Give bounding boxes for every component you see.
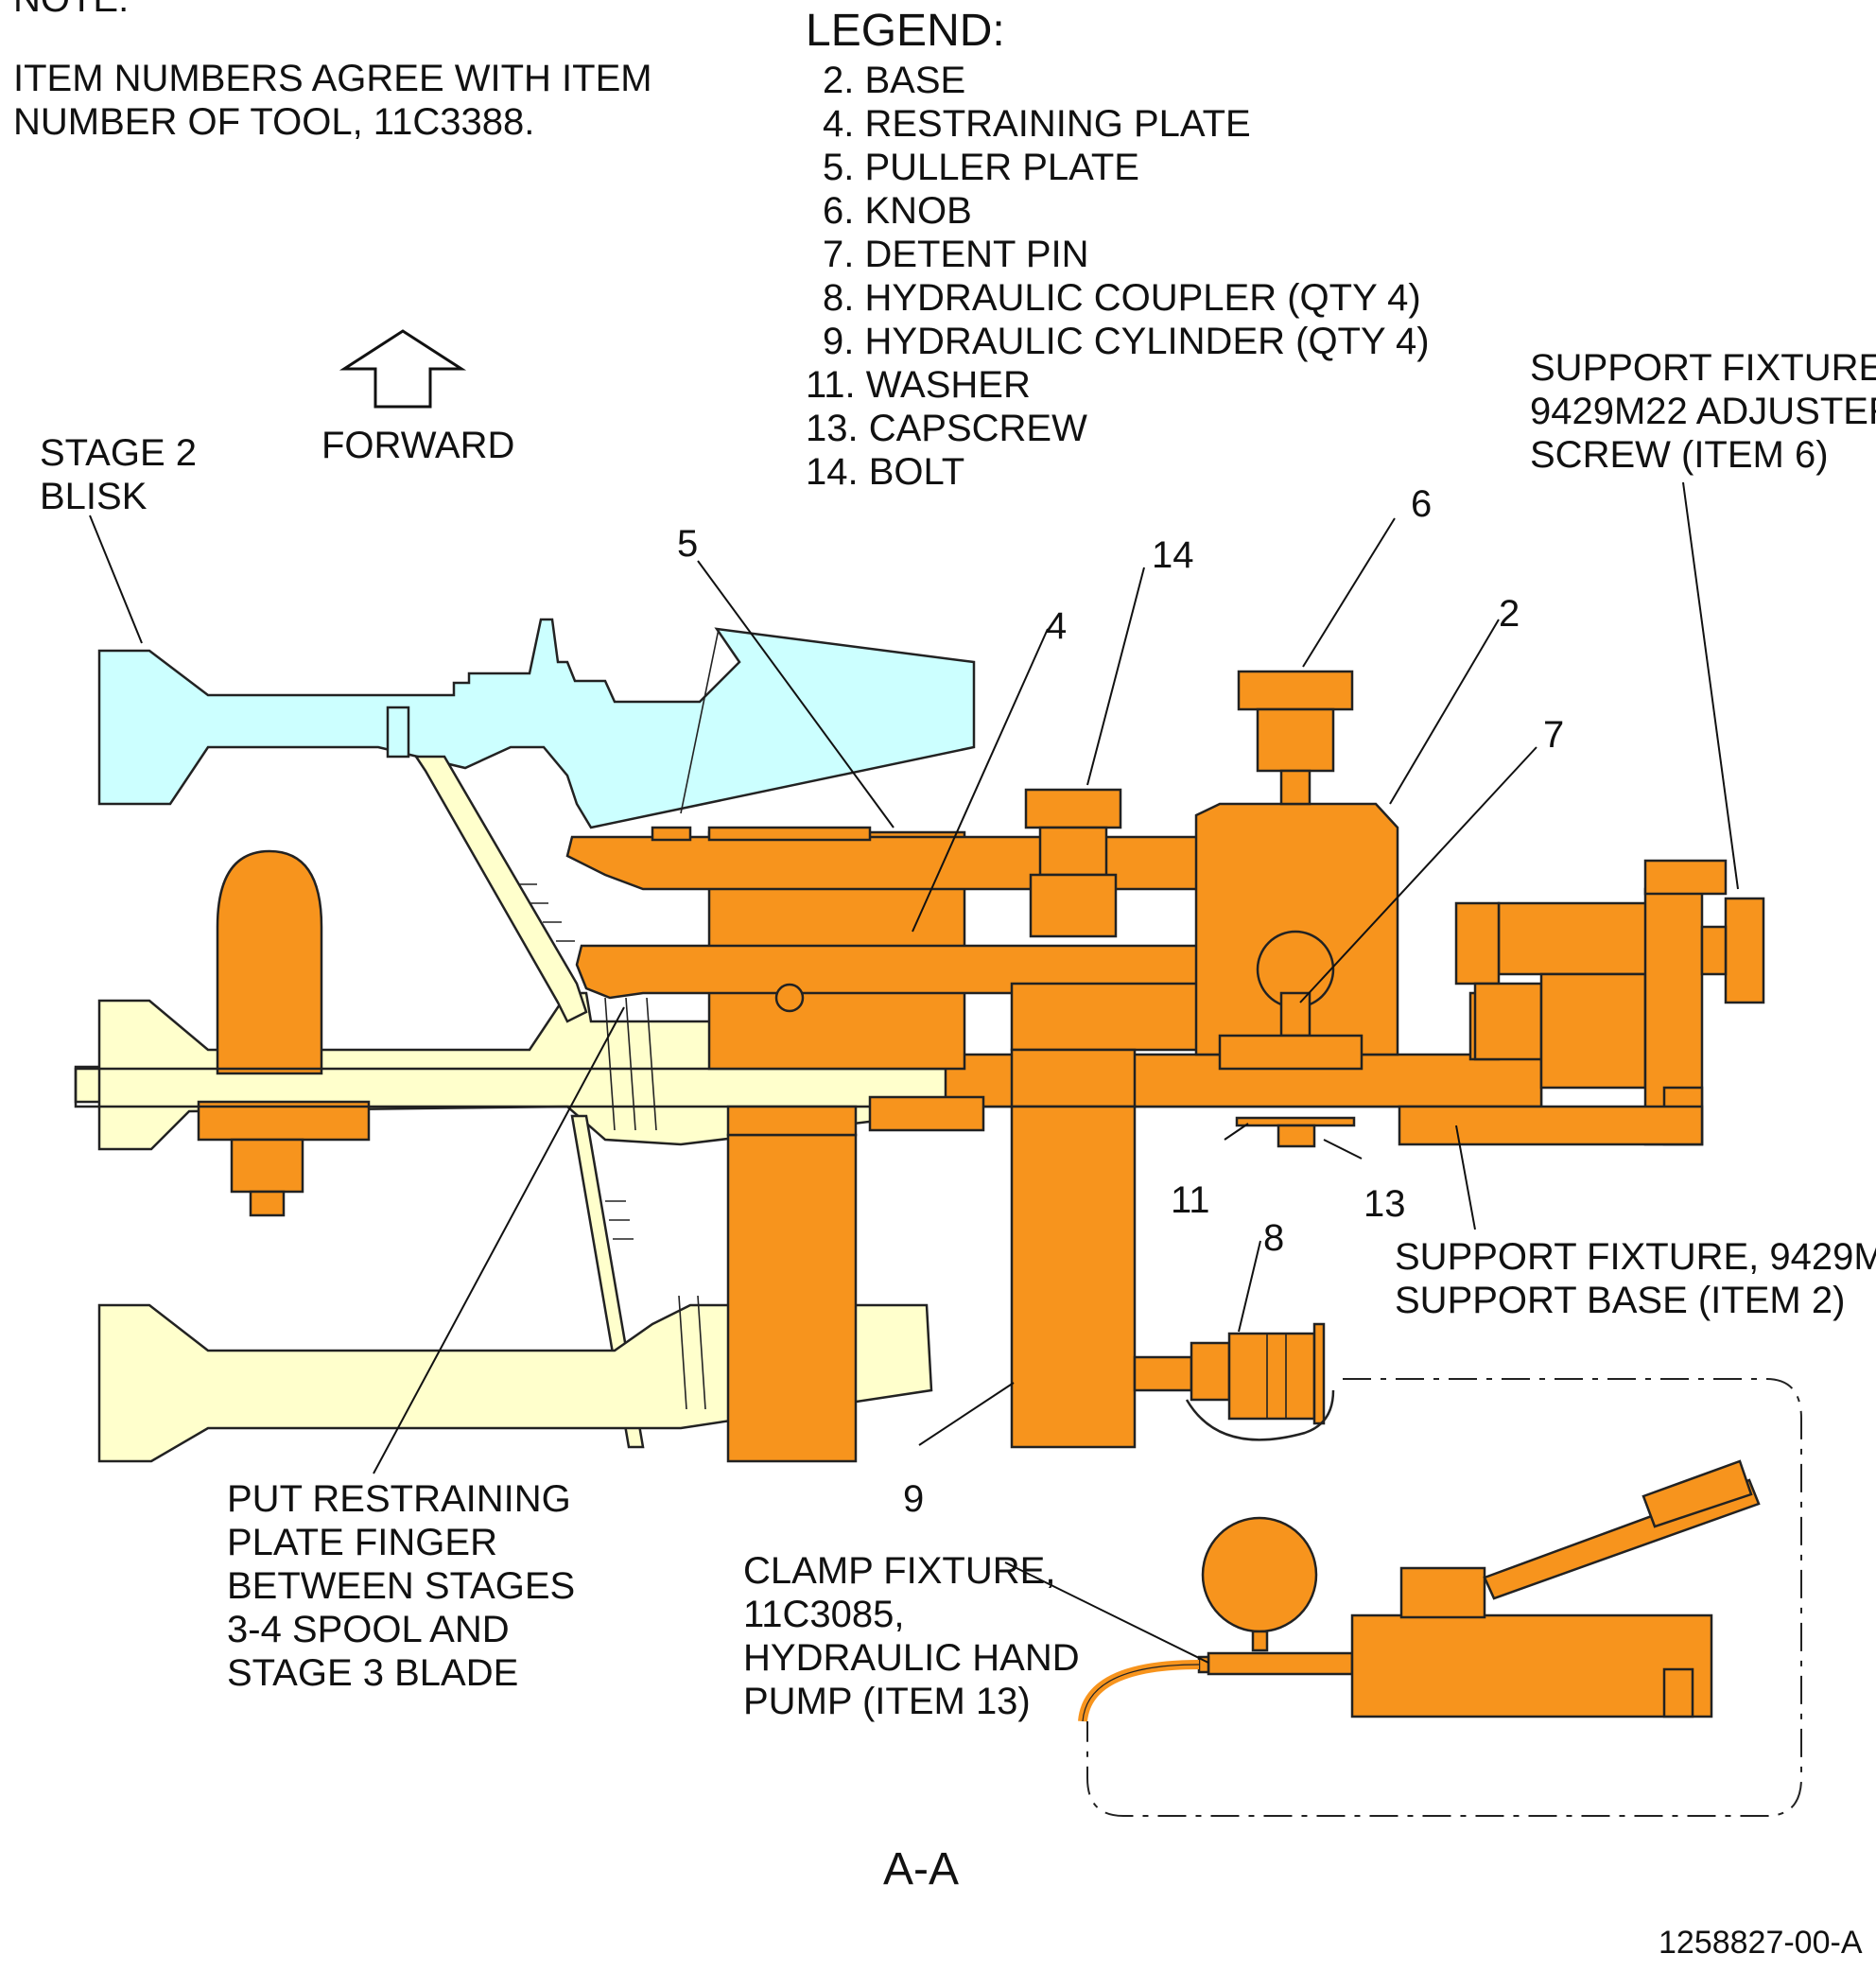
- callout-line: PUMP (ITEM 13): [743, 1681, 1031, 1722]
- callout-line: SUPPORT BASE (ITEM 2): [1395, 1280, 1845, 1321]
- hose-boundary: [1086, 1378, 1802, 1817]
- item-number-14: 14: [1152, 534, 1194, 576]
- callout-line: PLATE FINGER: [227, 1522, 497, 1563]
- forward-label: FORWARD: [321, 425, 514, 466]
- legend-item: 5. PULLER PLATE: [823, 147, 1139, 188]
- item-numbers: 5 14 4 6 2 7 11 13 8 9: [677, 483, 1564, 1520]
- hydraulic-tool: [74, 670, 1765, 1722]
- legend-item: 13. CAPSCREW: [806, 408, 1087, 449]
- legend-item: 7. DETENT PIN: [823, 234, 1089, 275]
- note-line-1: ITEM NUMBERS AGREE WITH ITEM: [13, 58, 652, 99]
- legend-heading: LEGEND:: [806, 6, 1005, 56]
- note-heading: NOTE:: [13, 0, 129, 20]
- callout-hand-pump: CLAMP FIXTURE, 11C3085, HYDRAULIC HAND P…: [743, 1550, 1080, 1722]
- item-number-2: 2: [1499, 593, 1520, 635]
- callout-line: 11C3085,: [743, 1594, 905, 1635]
- callout-line: 9429M22 ADJUSTER: [1530, 391, 1876, 432]
- callout-line: 3-4 SPOOL AND: [227, 1609, 510, 1650]
- legend-item: 11. WASHER: [806, 364, 1031, 406]
- callout-restraining-finger: PUT RESTRAINING PLATE FINGER BETWEEN STA…: [227, 1478, 575, 1694]
- legend-item: 4. RESTRAINING PLATE: [823, 103, 1251, 145]
- item-number-11: 11: [1171, 1179, 1210, 1221]
- legend-item: 14. BOLT: [806, 451, 964, 493]
- legend-item: 9. HYDRAULIC CYLINDER (QTY 4): [823, 321, 1430, 362]
- legend: LEGEND: 2. BASE 4. RESTRAINING PLATE 5. …: [806, 6, 1430, 493]
- section-label: A-A: [883, 1844, 959, 1894]
- note-block: NOTE: ITEM NUMBERS AGREE WITH ITEM NUMBE…: [13, 0, 652, 143]
- callout-line: SUPPORT FIXTURE, 9429M22,: [1395, 1236, 1876, 1278]
- figure-id: 1258827-00-A: [1659, 1925, 1863, 1961]
- callout-line: PUT RESTRAINING: [227, 1478, 571, 1520]
- item-number-8: 8: [1263, 1217, 1284, 1259]
- item-number-9: 9: [903, 1478, 924, 1520]
- callout-line: SCREW (ITEM 6): [1530, 434, 1829, 476]
- legend-item: 8. HYDRAULIC COUPLER (QTY 4): [823, 277, 1421, 319]
- item-number-4: 4: [1046, 605, 1067, 647]
- callout-line: BETWEEN STAGES: [227, 1565, 575, 1607]
- callout-line: SUPPORT FIXTURE,: [1530, 347, 1876, 389]
- forward-indicator: FORWARD: [321, 329, 514, 466]
- item-number-7: 7: [1543, 714, 1564, 756]
- item-number-13: 13: [1364, 1183, 1406, 1225]
- leader-lines: [89, 481, 1739, 1664]
- callout-line: HYDRAULIC HAND: [743, 1637, 1080, 1679]
- callout-line: CLAMP FIXTURE,: [743, 1550, 1055, 1592]
- item-number-6: 6: [1411, 483, 1432, 525]
- callout-line: STAGE 2: [40, 432, 197, 474]
- note-line-2: NUMBER OF TOOL, 11C3388.: [13, 101, 534, 143]
- legend-item: 6. KNOB: [823, 190, 972, 232]
- callout-stage2-blisk: STAGE 2 BLISK: [40, 432, 197, 517]
- callout-support-base: SUPPORT FIXTURE, 9429M22, SUPPORT BASE (…: [1395, 1236, 1876, 1321]
- callout-line: BLISK: [40, 476, 148, 517]
- item-number-5: 5: [677, 523, 698, 565]
- stage2-blisk: [97, 618, 976, 829]
- callout-adjuster-screw: SUPPORT FIXTURE, 9429M22 ADJUSTER SCREW …: [1530, 347, 1876, 476]
- legend-item: 2. BASE: [823, 60, 965, 101]
- callout-line: STAGE 3 BLADE: [227, 1652, 518, 1694]
- forward-arrow-icon: [339, 329, 467, 409]
